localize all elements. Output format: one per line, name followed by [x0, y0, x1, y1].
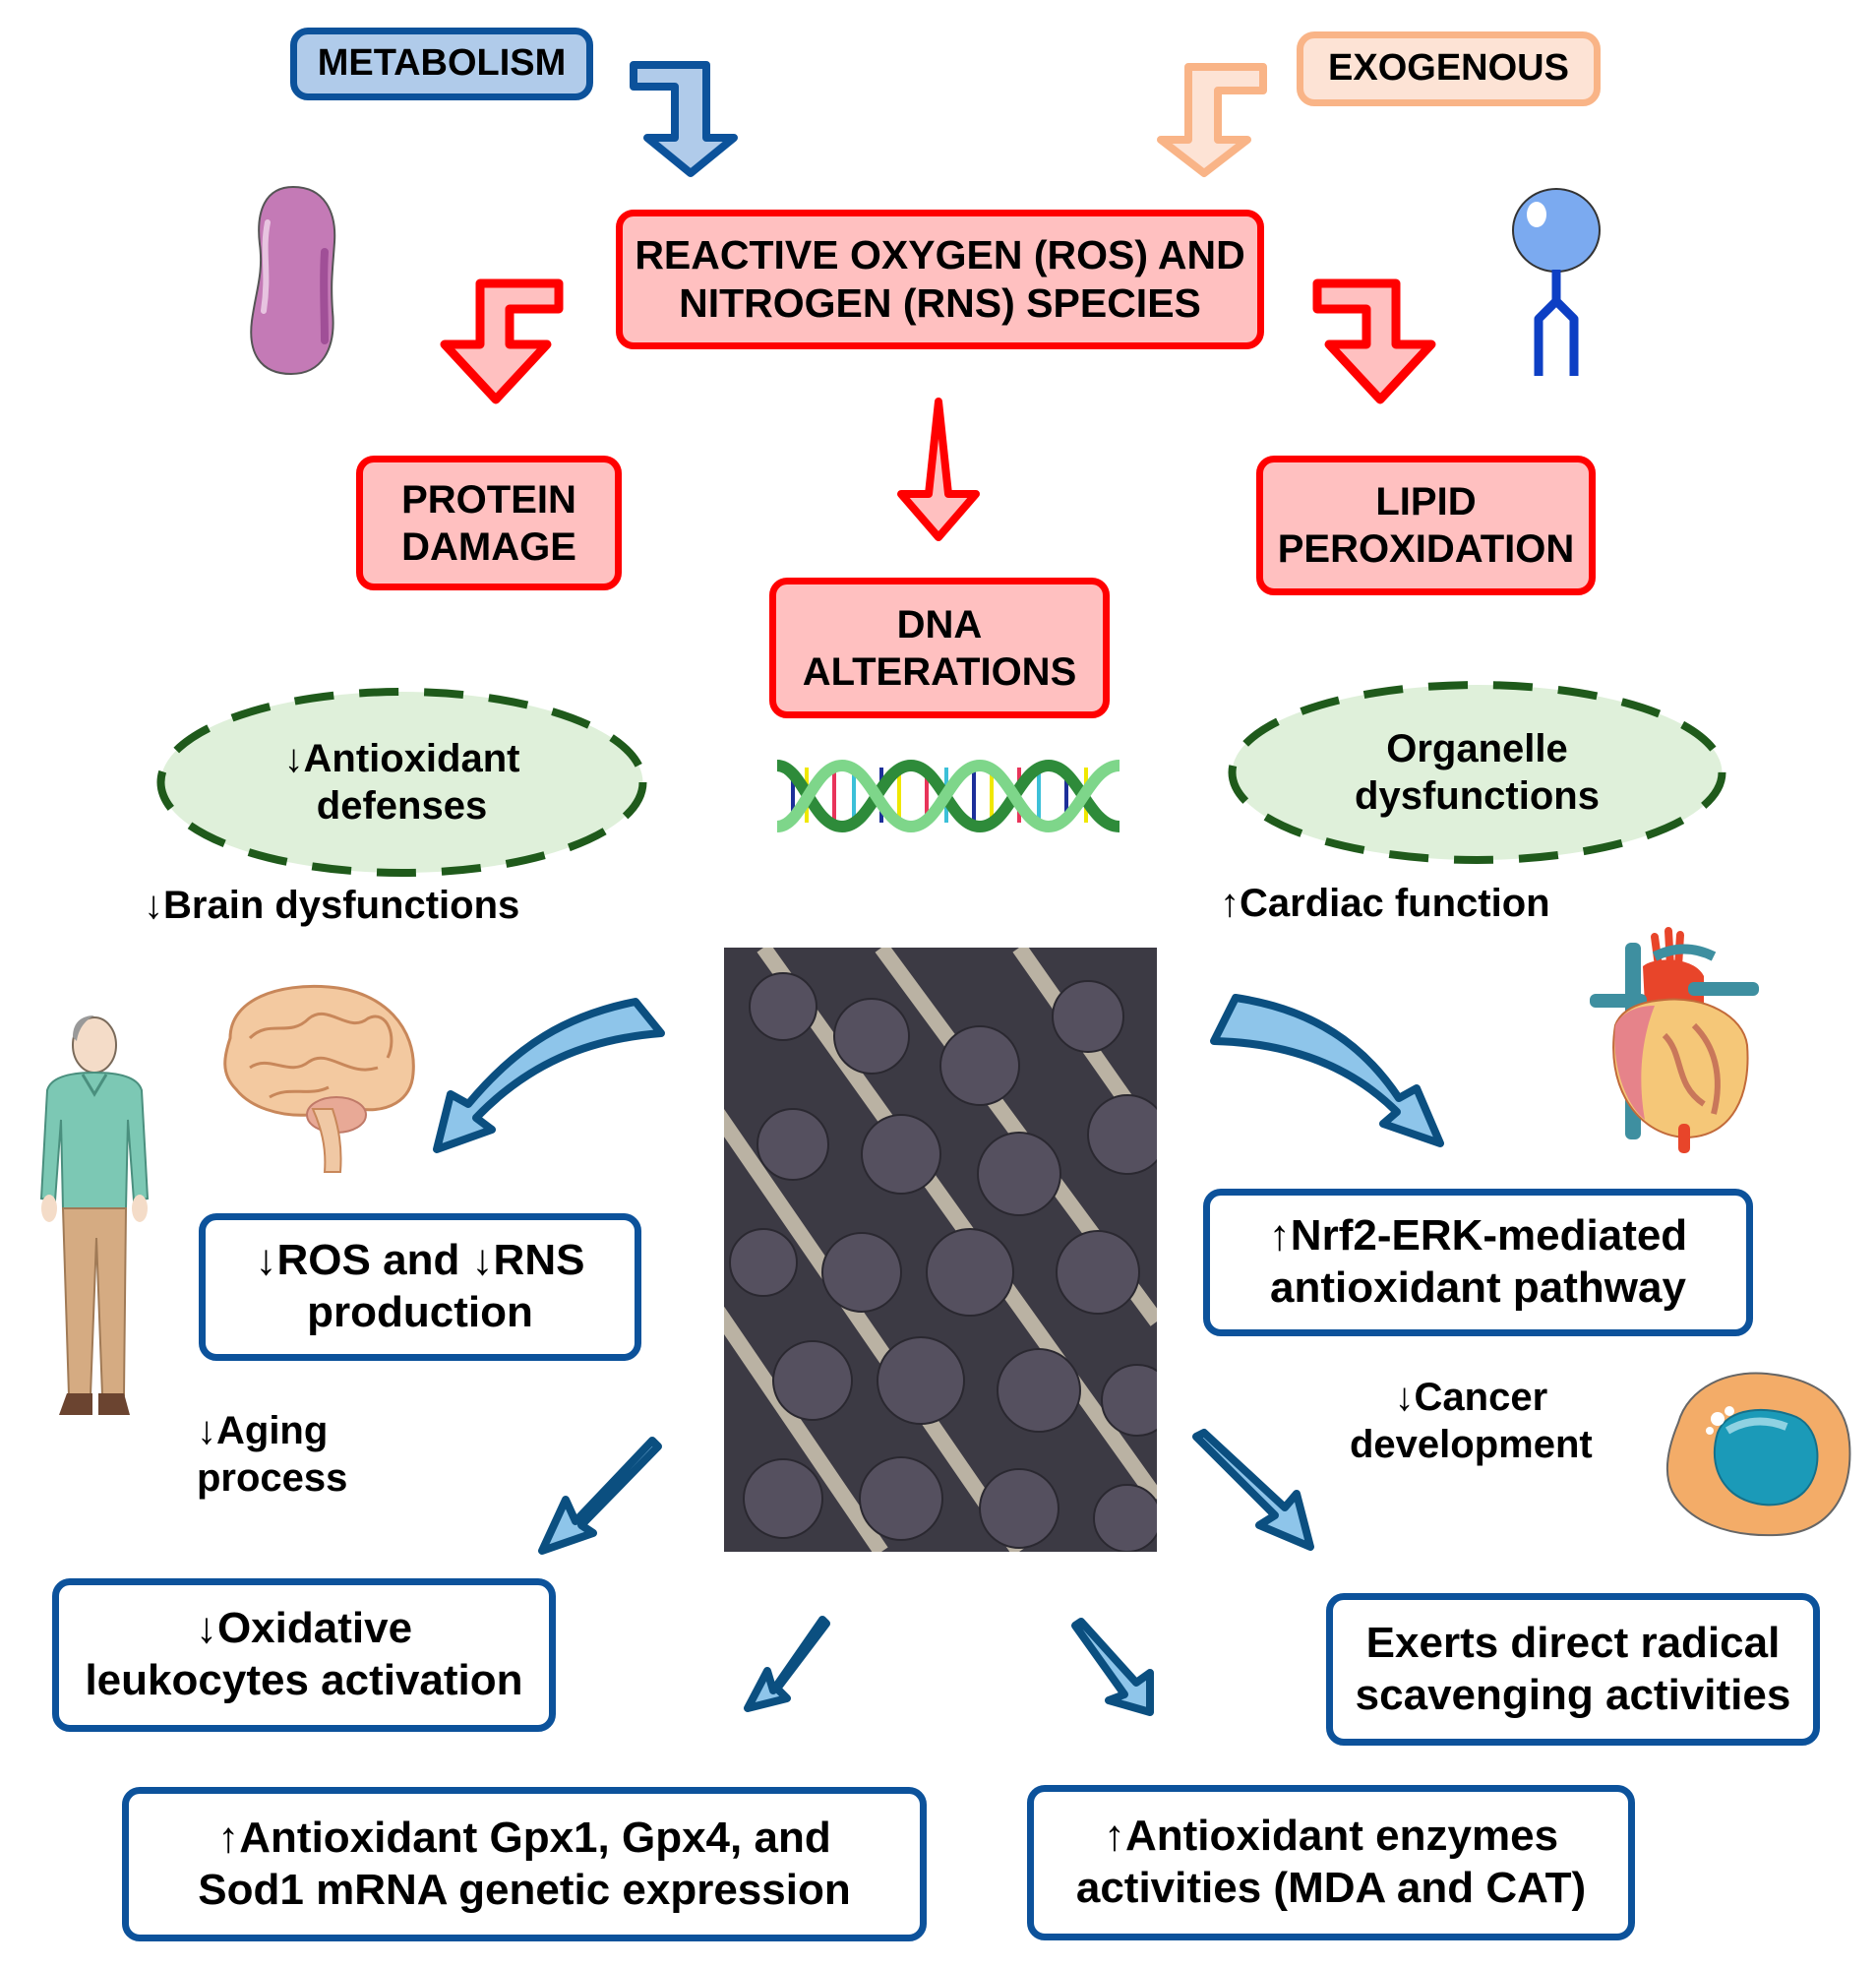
cancer-development-label: ↓Cancer development	[1350, 1374, 1593, 1468]
ros-rns-species-box: REACTIVE OXYGEN (ROS) AND NITROGEN (RNS)…	[616, 210, 1264, 349]
leukocytes-line-1: ↓Oxidative	[195, 1604, 413, 1653]
protein-line-2: DAMAGE	[401, 524, 576, 569]
brain-curved-arrow-icon	[433, 998, 665, 1153]
metabolism-arrow-icon	[630, 61, 738, 177]
scavenging-line-1: Exerts direct radical	[1365, 1618, 1781, 1667]
ros-rns-production-box: ↓ROS and ↓RNS production	[199, 1213, 641, 1361]
antioxidant-defenses-ellipse: ↓Antioxidant defenses	[154, 686, 649, 879]
organelle-dysfunctions-ellipse: Organelle dysfunctions	[1226, 679, 1728, 866]
nrf2-line-2: antioxidant pathway	[1270, 1263, 1686, 1312]
phospholipid-icon	[1512, 188, 1601, 376]
gpx-line-1: ↑Antioxidant Gpx1, Gpx4, and	[217, 1813, 831, 1862]
organelle-line-1: Organelle	[1386, 727, 1568, 770]
heart-icon	[1590, 927, 1759, 1153]
acai-berries-photo	[724, 948, 1157, 1552]
lipid-line-1: LIPID	[1375, 480, 1477, 523]
heart-curved-arrow-icon	[1210, 994, 1444, 1147]
acai-berries-illustration	[724, 948, 1157, 1552]
exogenous-box: EXOGENOUS	[1297, 31, 1601, 106]
ros-line-1: REACTIVE OXYGEN (ROS) AND	[635, 231, 1245, 277]
exogenous-label: EXOGENOUS	[1328, 47, 1569, 90]
brain-dysfunctions-label: ↓Brain dysfunctions	[144, 884, 520, 927]
scavenging-arrow-icon	[1192, 1429, 1314, 1551]
dna-line-1: DNA	[896, 602, 983, 646]
leukocytes-line-2: leukocytes activation	[85, 1656, 523, 1704]
lipid-peroxidation-box: LIPID PEROXIDATION	[1256, 456, 1596, 595]
metabolism-box: METABOLISM	[290, 28, 593, 100]
protein-damage-box: PROTEIN DAMAGE	[356, 456, 622, 590]
antioxidant-line-1: ↓Antioxidant	[283, 737, 520, 780]
cancer-line-2: development	[1350, 1423, 1593, 1466]
metabolism-label: METABOLISM	[317, 42, 567, 85]
leukocytes-activation-box: ↓Oxidative leukocytes activation	[52, 1578, 556, 1732]
aging-process-label: ↓Aging process	[197, 1407, 347, 1502]
gpx-line-2: Sod1 mRNA genetic expression	[198, 1865, 851, 1914]
gpx-sod1-expression-box: ↑Antioxidant Gpx1, Gpx4, and Sod1 mRNA g…	[122, 1787, 927, 1941]
ros-rns-line-1: ↓ROS and ↓RNS	[255, 1236, 585, 1285]
protein-line-1: PROTEIN	[401, 477, 576, 522]
dna-alterations-box: DNA ALTERATIONS	[769, 578, 1110, 718]
cardiac-function-label: ↑Cardiac function	[1220, 882, 1550, 925]
lipid-peroxidation-arrow-icon	[1312, 278, 1436, 404]
organelle-line-2: dysfunctions	[1355, 774, 1600, 818]
nrf2-erk-pathway-box: ↑Nrf2-ERK-mediated antioxidant pathway	[1203, 1189, 1753, 1336]
enzymes-line-1: ↑Antioxidant enzymes	[1103, 1812, 1559, 1861]
antioxidant-enzymes-box: ↑Antioxidant enzymes activities (MDA and…	[1027, 1785, 1635, 1940]
aging-line-2: process	[197, 1456, 348, 1500]
enzymes-line-2: activities (MDA and CAT)	[1075, 1864, 1587, 1912]
nrf2-line-1: ↑Nrf2-ERK-mediated	[1268, 1211, 1688, 1261]
antioxidant-line-2: defenses	[316, 784, 488, 828]
scavenging-line-2: scavenging activities	[1355, 1670, 1791, 1719]
cancer-line-1: ↓Cancer	[1394, 1376, 1548, 1419]
leukocytes-arrow-icon	[538, 1437, 662, 1555]
ros-rns-line-2: production	[307, 1288, 533, 1336]
dna-helix-icon	[775, 759, 1120, 833]
dna-line-2: ALTERATIONS	[802, 649, 1077, 694]
enzymes-arrow-icon	[1071, 1618, 1154, 1716]
aging-line-1: ↓Aging	[197, 1409, 329, 1452]
ros-line-2: NITROGEN (RNS) SPECIES	[679, 280, 1201, 326]
elderly-man-icon	[39, 1015, 150, 1415]
cancer-cell-icon	[1665, 1372, 1851, 1537]
protein-bean-icon	[250, 185, 336, 376]
lipid-line-2: PEROXIDATION	[1277, 527, 1575, 571]
exogenous-arrow-icon	[1157, 63, 1267, 177]
protein-damage-arrow-icon	[440, 278, 564, 404]
gpx-arrow-icon	[744, 1616, 830, 1712]
dna-alterations-arrow-icon	[897, 398, 980, 541]
brain-icon	[223, 984, 415, 1173]
radical-scavenging-box: Exerts direct radical scavenging activit…	[1326, 1593, 1820, 1746]
